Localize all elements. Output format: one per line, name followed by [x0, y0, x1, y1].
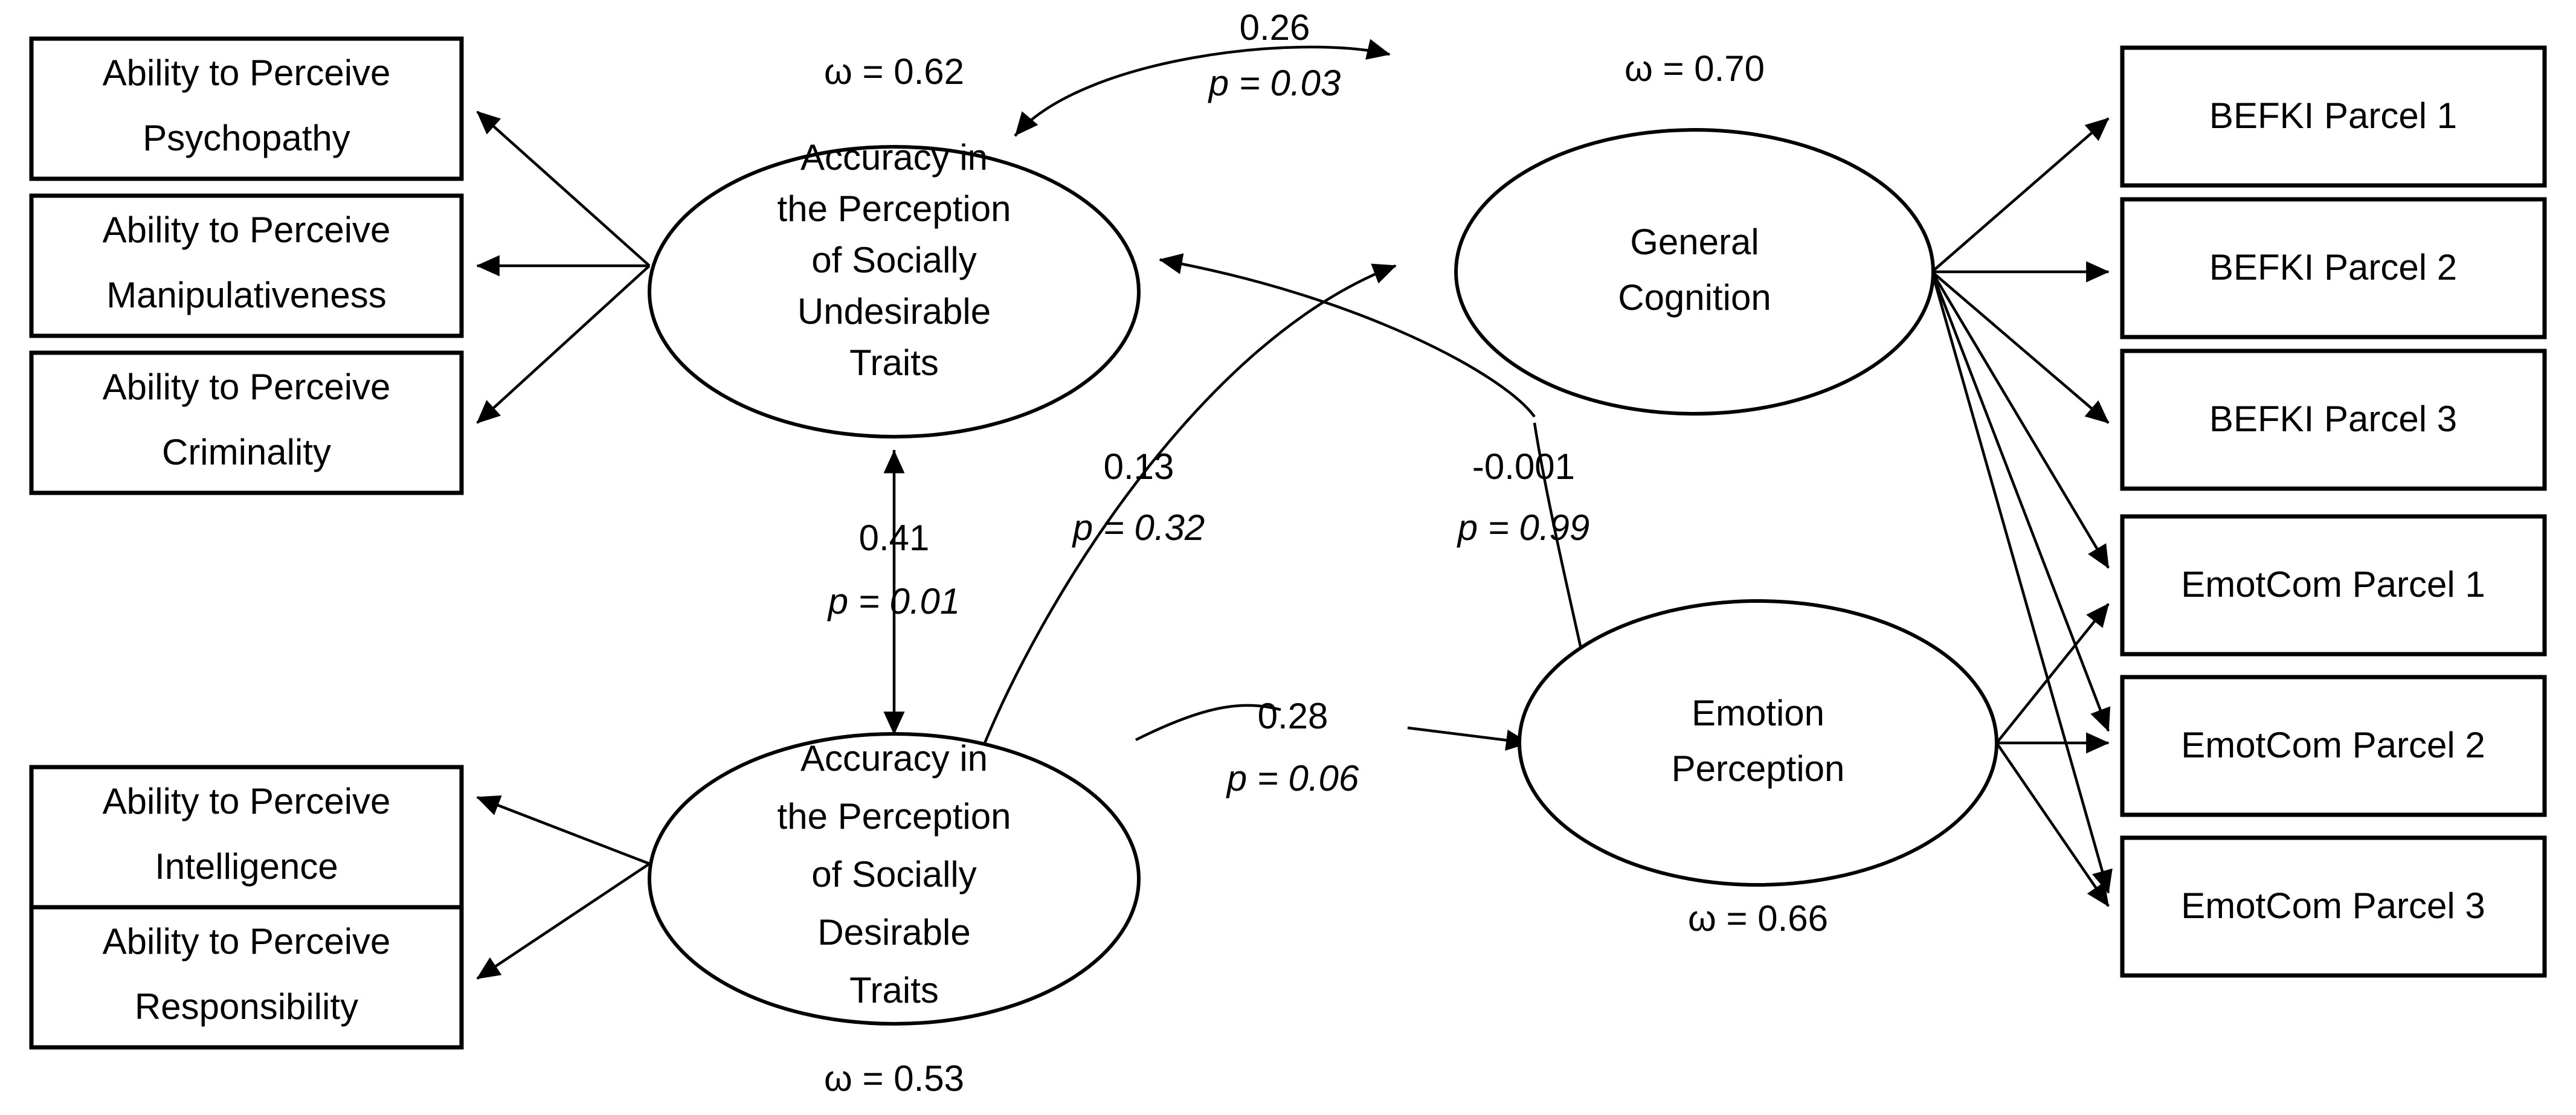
indicator-box-rect	[29, 350, 464, 495]
loading-arrow-emotcom-3-from-cognition	[1930, 271, 2113, 894]
indicator-label: BEFKI Parcel 3	[2209, 399, 2457, 439]
latent-ellipse	[648, 732, 1141, 1026]
indicator-label-line2: Criminality	[162, 432, 331, 472]
coefficient-value: 0.26	[1240, 7, 1310, 48]
latent-label-line3: of Socially	[811, 854, 976, 895]
loading-arrow-responsibility	[476, 863, 651, 980]
path-label-undesirable-desirable: 0.41 p = 0.01	[827, 518, 961, 622]
loading-arrow-psychopathy	[476, 111, 651, 267]
loading-arrow-emotcom-1-from-cognition	[1931, 271, 2110, 569]
indicator-label-line1: Ability to Perceive	[103, 921, 391, 962]
omega-label-emotion: ω = 0.66	[1688, 898, 1828, 939]
coefficient-value: 0.41	[859, 518, 930, 558]
latent-label-line2: the Perception	[778, 796, 1011, 837]
omega-label-cognition: ω = 0.70	[1624, 48, 1765, 89]
path-curve-undesirable-cognition	[1014, 39, 1391, 137]
indicator-box-rect	[2120, 197, 2547, 339]
latent-label-line2: Cognition	[1618, 277, 1771, 318]
latent-factor-undesirable-traits: Accuracy in the Perception of Socially U…	[648, 51, 1141, 439]
loading-arrow-intelligence	[476, 795, 650, 866]
indicator-box-emotcom-parcel-1: EmotCom Parcel 1	[2120, 514, 2547, 657]
latent-factor-desirable-traits: Accuracy in the Perception of Socially D…	[648, 732, 1141, 1099]
loading-arrow-befki-1	[1931, 117, 2110, 273]
coefficient-value: 0.13	[1104, 446, 1174, 487]
indicator-label: BEFKI Parcel 1	[2209, 95, 2457, 136]
indicator-box-rect	[2120, 514, 2547, 657]
indicator-box-psychopathy: Ability to Perceive Psychopathy	[29, 36, 464, 181]
p-value-text: p = 0.06	[1226, 758, 1359, 798]
loading-arrow-emotcom-1	[1995, 603, 2110, 744]
path-segment-desirable-emotion-start	[1135, 704, 1281, 742]
p-value-text: p = 0.32	[1072, 507, 1205, 548]
coefficient-value: 0.28	[1258, 696, 1328, 736]
latent-label-line2: Perception	[1672, 748, 1845, 789]
path-label-desirable-cognition: 0.13 p = 0.32	[1072, 446, 1205, 548]
indicator-box-rect	[2120, 835, 2547, 978]
path-label-undesirable-cognition: 0.26 p = 0.03	[1208, 7, 1341, 103]
indicator-box-intelligence: Ability to Perceive Intelligence	[29, 765, 464, 910]
loadings-desirable-traits	[476, 795, 651, 980]
omega-label-desirable: ω = 0.53	[824, 1058, 964, 1099]
latent-ellipse	[1454, 128, 1935, 416]
latent-label-line4: Desirable	[817, 912, 970, 953]
indicator-box-criminality: Ability to Perceive Criminality	[29, 350, 464, 495]
latent-label-line5: Traits	[849, 342, 939, 383]
latent-factor-general-cognition: General Cognition ω = 0.70	[1454, 48, 1935, 416]
indicator-box-manipulativeness: Ability to Perceive Manipulativeness	[29, 193, 464, 338]
indicator-box-emotcom-parcel-2: EmotCom Parcel 2	[2120, 675, 2547, 817]
indicator-box-rect	[29, 905, 464, 1050]
latent-label-line1: Accuracy in	[800, 738, 988, 779]
path-segment-desirable-emotion-end	[1407, 726, 1530, 751]
loading-arrow-befki-3	[1931, 271, 2110, 424]
indicator-label-line1: Ability to Perceive	[103, 367, 391, 407]
latent-factor-emotion-perception: Emotion Perception ω = 0.66	[1518, 599, 1998, 939]
indicator-label-line2: Intelligence	[155, 846, 338, 887]
latent-label-line4: Undesirable	[797, 291, 991, 332]
latent-label-line1: General	[1630, 222, 1759, 262]
indicator-label: BEFKI Parcel 2	[2209, 247, 2457, 288]
latent-label-line2: the Perception	[778, 188, 1011, 229]
indicator-label-line1: Ability to Perceive	[103, 210, 391, 250]
indicator-box-rect	[2120, 349, 2547, 491]
indicator-box-rect	[2120, 45, 2547, 188]
p-value-text: p = 0.01	[827, 581, 961, 622]
indicator-label-line2: Responsibility	[135, 986, 358, 1027]
indicator-box-rect	[29, 36, 464, 181]
loading-arrow-criminality	[476, 265, 651, 424]
latent-label-line5: Traits	[849, 970, 939, 1011]
path-label-desirable-emotion: 0.28 p = 0.06	[1226, 696, 1359, 798]
indicator-box-responsibility: Ability to Perceive Responsibility	[29, 905, 464, 1050]
coefficient-value: -0.001	[1472, 446, 1575, 487]
loadings-emotion-perception	[1995, 603, 2110, 907]
indicator-label: EmotCom Parcel 3	[2181, 885, 2485, 926]
indicator-label: EmotCom Parcel 1	[2181, 564, 2485, 605]
path-curve-desirable-cognition	[977, 263, 1397, 759]
indicator-box-emotcom-parcel-3: EmotCom Parcel 3	[2120, 835, 2547, 978]
loadings-general-cognition	[1930, 117, 2113, 894]
latent-label-line3: of Socially	[811, 240, 976, 280]
p-value-text: p = 0.03	[1208, 63, 1341, 103]
p-value-text: p = 0.99	[1457, 507, 1590, 548]
path-label-undesirable-emotion: -0.001 p = 0.99	[1457, 446, 1590, 548]
indicator-label-line1: Ability to Perceive	[103, 781, 391, 821]
omega-label-undesirable: ω = 0.62	[824, 51, 964, 92]
latent-label-line1: Accuracy in	[800, 137, 988, 178]
indicator-label-line2: Manipulativeness	[106, 275, 387, 315]
indicator-label: EmotCom Parcel 2	[2181, 725, 2485, 765]
indicator-label-line1: Ability to Perceive	[103, 53, 391, 93]
indicator-box-rect	[2120, 675, 2547, 817]
latent-label-line1: Emotion	[1692, 693, 1824, 733]
loading-arrow-emotcom-3	[1995, 742, 2110, 907]
indicator-box-befki-parcel-1: BEFKI Parcel 1	[2120, 45, 2547, 188]
indicator-box-befki-parcel-3: BEFKI Parcel 3	[2120, 349, 2547, 491]
latent-ellipse	[1518, 599, 1998, 887]
indicator-box-befki-parcel-2: BEFKI Parcel 2	[2120, 197, 2547, 339]
loading-arrow-emotcom-2-from-cognition	[1930, 271, 2111, 732]
indicator-box-rect	[29, 193, 464, 338]
indicator-label-line2: Psychopathy	[143, 118, 350, 158]
loadings-undesirable-traits	[476, 111, 651, 424]
latent-ellipse	[648, 145, 1141, 439]
path-curve-undesirable-emotion-upper	[1159, 253, 1536, 418]
